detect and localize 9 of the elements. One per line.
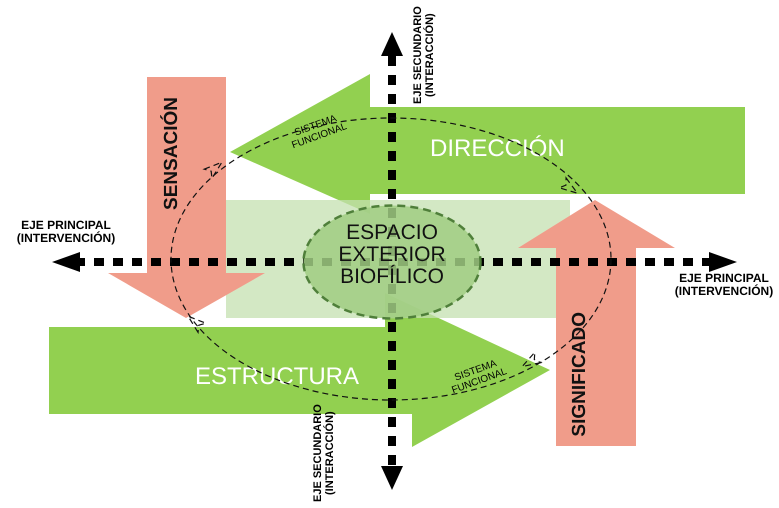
axis-label: EJE PRINCIPAL (INTERVENCIÓN)	[16, 219, 116, 246]
arrow-label: SIGNIFICADO	[570, 312, 590, 437]
center-label: ESPACIO EXTERIOR BIOFÍLICO	[337, 222, 447, 288]
arrow-label: DIRECCIÓN	[430, 136, 565, 162]
axis-label: EJE SECUNDARIO (INTERACCIÓN)	[312, 403, 336, 504]
arrow-label: SENSACIÓN	[162, 97, 182, 210]
axis-label: EJE PRINCIPAL (INTERVENCIÓN)	[674, 272, 774, 298]
axis-label: EJE SECUNDARIO (INTERACCIÓN)	[412, 5, 436, 106]
arrow-label: ESTRUCTURA	[195, 364, 360, 390]
